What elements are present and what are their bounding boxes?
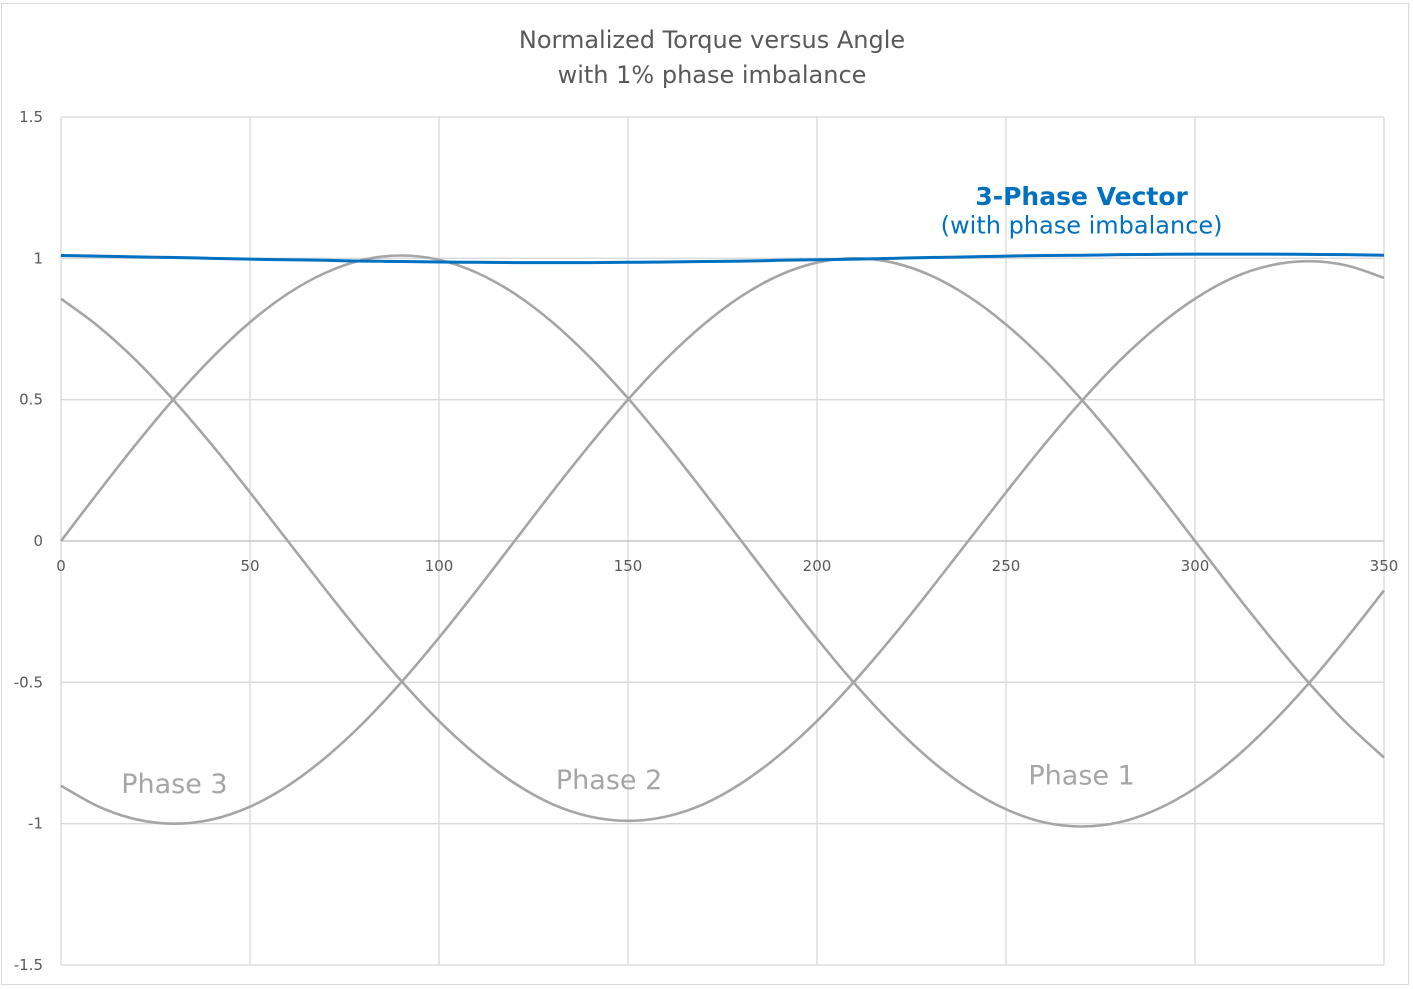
series-line-phase-3 <box>60 257 1385 825</box>
tick-labels: 1.5 1 0.5 0 -0.5 -1 -1.5 0 50 100 150 200 250 300 350 <box>14 108 1399 974</box>
x-tick-label: 100 <box>425 557 454 575</box>
series-lines <box>59 252 1386 828</box>
y-tick-label: 0.5 <box>19 391 43 409</box>
chart-border <box>1 3 1409 985</box>
x-tick-label: 300 <box>1181 557 1210 575</box>
annotation-phase-3: Phase 3 <box>121 769 227 800</box>
series-line-phase-2 <box>60 259 1385 823</box>
y-tick-label: -0.5 <box>14 673 43 691</box>
x-tick-label: 150 <box>614 557 643 575</box>
x-tick-label: 250 <box>992 557 1021 575</box>
series-line-phase-1 <box>59 254 1386 828</box>
chart-title-line-1: Normalized Torque versus Angle <box>519 26 905 54</box>
y-tick-label: 1.5 <box>19 108 43 126</box>
x-tick-label: 0 <box>56 557 66 575</box>
x-tick-label: 50 <box>240 557 259 575</box>
gridlines <box>60 116 1385 966</box>
chart-title-line-2: with 1% phase imbalance <box>558 61 867 89</box>
annotation-phase-2: Phase 2 <box>556 765 662 796</box>
annotation-phase-1: Phase 1 <box>1028 761 1134 792</box>
annotation-with-phase-imbalance: (with phase imbalance) <box>941 211 1223 239</box>
y-tick-label: 1 <box>33 249 43 267</box>
x-tick-label: 350 <box>1370 557 1399 575</box>
series-line-3-phase-vector <box>60 252 1385 265</box>
annotation-3-phase-vector: 3-Phase Vector <box>975 182 1188 211</box>
x-tick-label: 200 <box>803 557 832 575</box>
y-tick-label: 0 <box>33 532 43 550</box>
y-tick-label: -1 <box>28 815 43 833</box>
annotations: Phase 3 Phase 2 Phase 1 3-Phase Vector(with… <box>121 182 1222 800</box>
y-tick-label: -1.5 <box>14 956 43 974</box>
